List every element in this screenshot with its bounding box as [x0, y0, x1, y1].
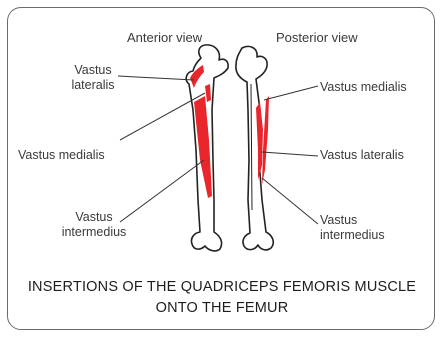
- leader-lines: [118, 76, 318, 224]
- label-anterior-medialis: Vastus medialis: [18, 148, 105, 163]
- leader-posterior-lateralis: [262, 152, 318, 156]
- anterior-view-title: Anterior view: [127, 30, 202, 45]
- label-posterior-intermedius-line1: Vastus: [320, 213, 385, 228]
- label-posterior-medialis: Vastus medialis: [320, 80, 407, 95]
- label-anterior-intermedius: Vastus intermedius: [54, 210, 134, 240]
- caption-line-1: INSERTIONS OF THE QUADRICEPS FEMORIS MUS…: [10, 279, 434, 295]
- label-anterior-lateralis-line1: Vastus: [58, 63, 128, 78]
- leader-anterior-lateralis: [118, 76, 194, 80]
- label-anterior-lateralis-line2: lateralis: [58, 78, 128, 93]
- leader-posterior-medialis: [264, 86, 318, 100]
- posterior-medialis-insertion: [262, 96, 269, 185]
- label-anterior-lateralis: Vastus lateralis: [58, 63, 128, 93]
- label-anterior-intermedius-line2: intermedius: [54, 225, 134, 240]
- posterior-view-title: Posterior view: [276, 30, 358, 45]
- label-posterior-lateralis: Vastus lateralis: [320, 148, 404, 163]
- leader-posterior-intermedius: [262, 178, 318, 224]
- posterior-femur: [236, 46, 273, 249]
- leader-anterior-medialis: [120, 93, 205, 140]
- label-posterior-intermedius-line2: intermedius: [320, 228, 385, 243]
- label-anterior-intermedius-line1: Vastus: [54, 210, 134, 225]
- caption-line-2: ONTO THE FEMUR: [10, 300, 434, 316]
- label-posterior-intermedius: Vastus intermedius: [320, 213, 385, 243]
